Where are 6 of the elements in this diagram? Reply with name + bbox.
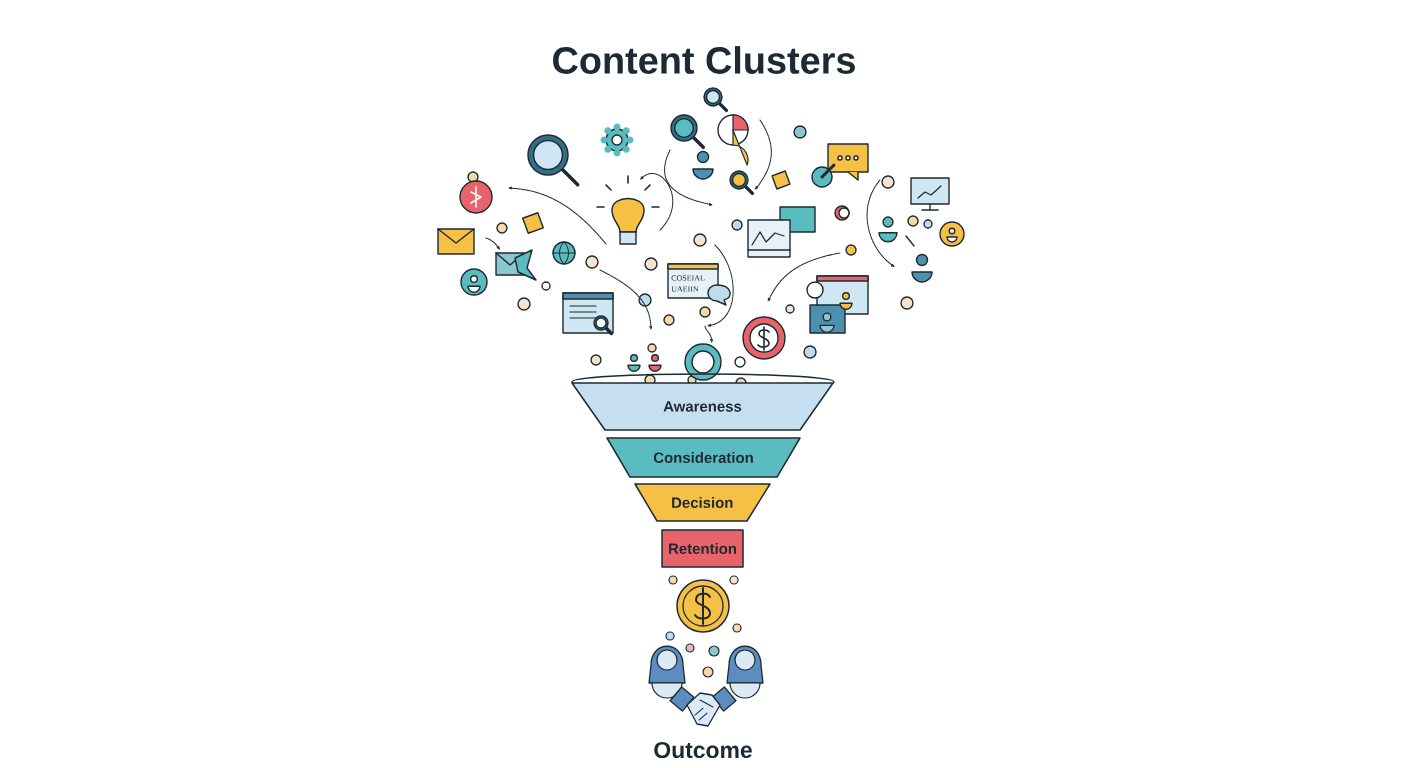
outcome-label: Outcome bbox=[654, 741, 752, 759]
funnel-stage: Consideration bbox=[606, 437, 801, 478]
title: Content Clusters bbox=[553, 46, 855, 74]
funnel-stage: Awareness bbox=[571, 382, 834, 431]
funnel-stage: Retention bbox=[661, 529, 744, 568]
funnel-stage: Decision bbox=[634, 483, 771, 522]
